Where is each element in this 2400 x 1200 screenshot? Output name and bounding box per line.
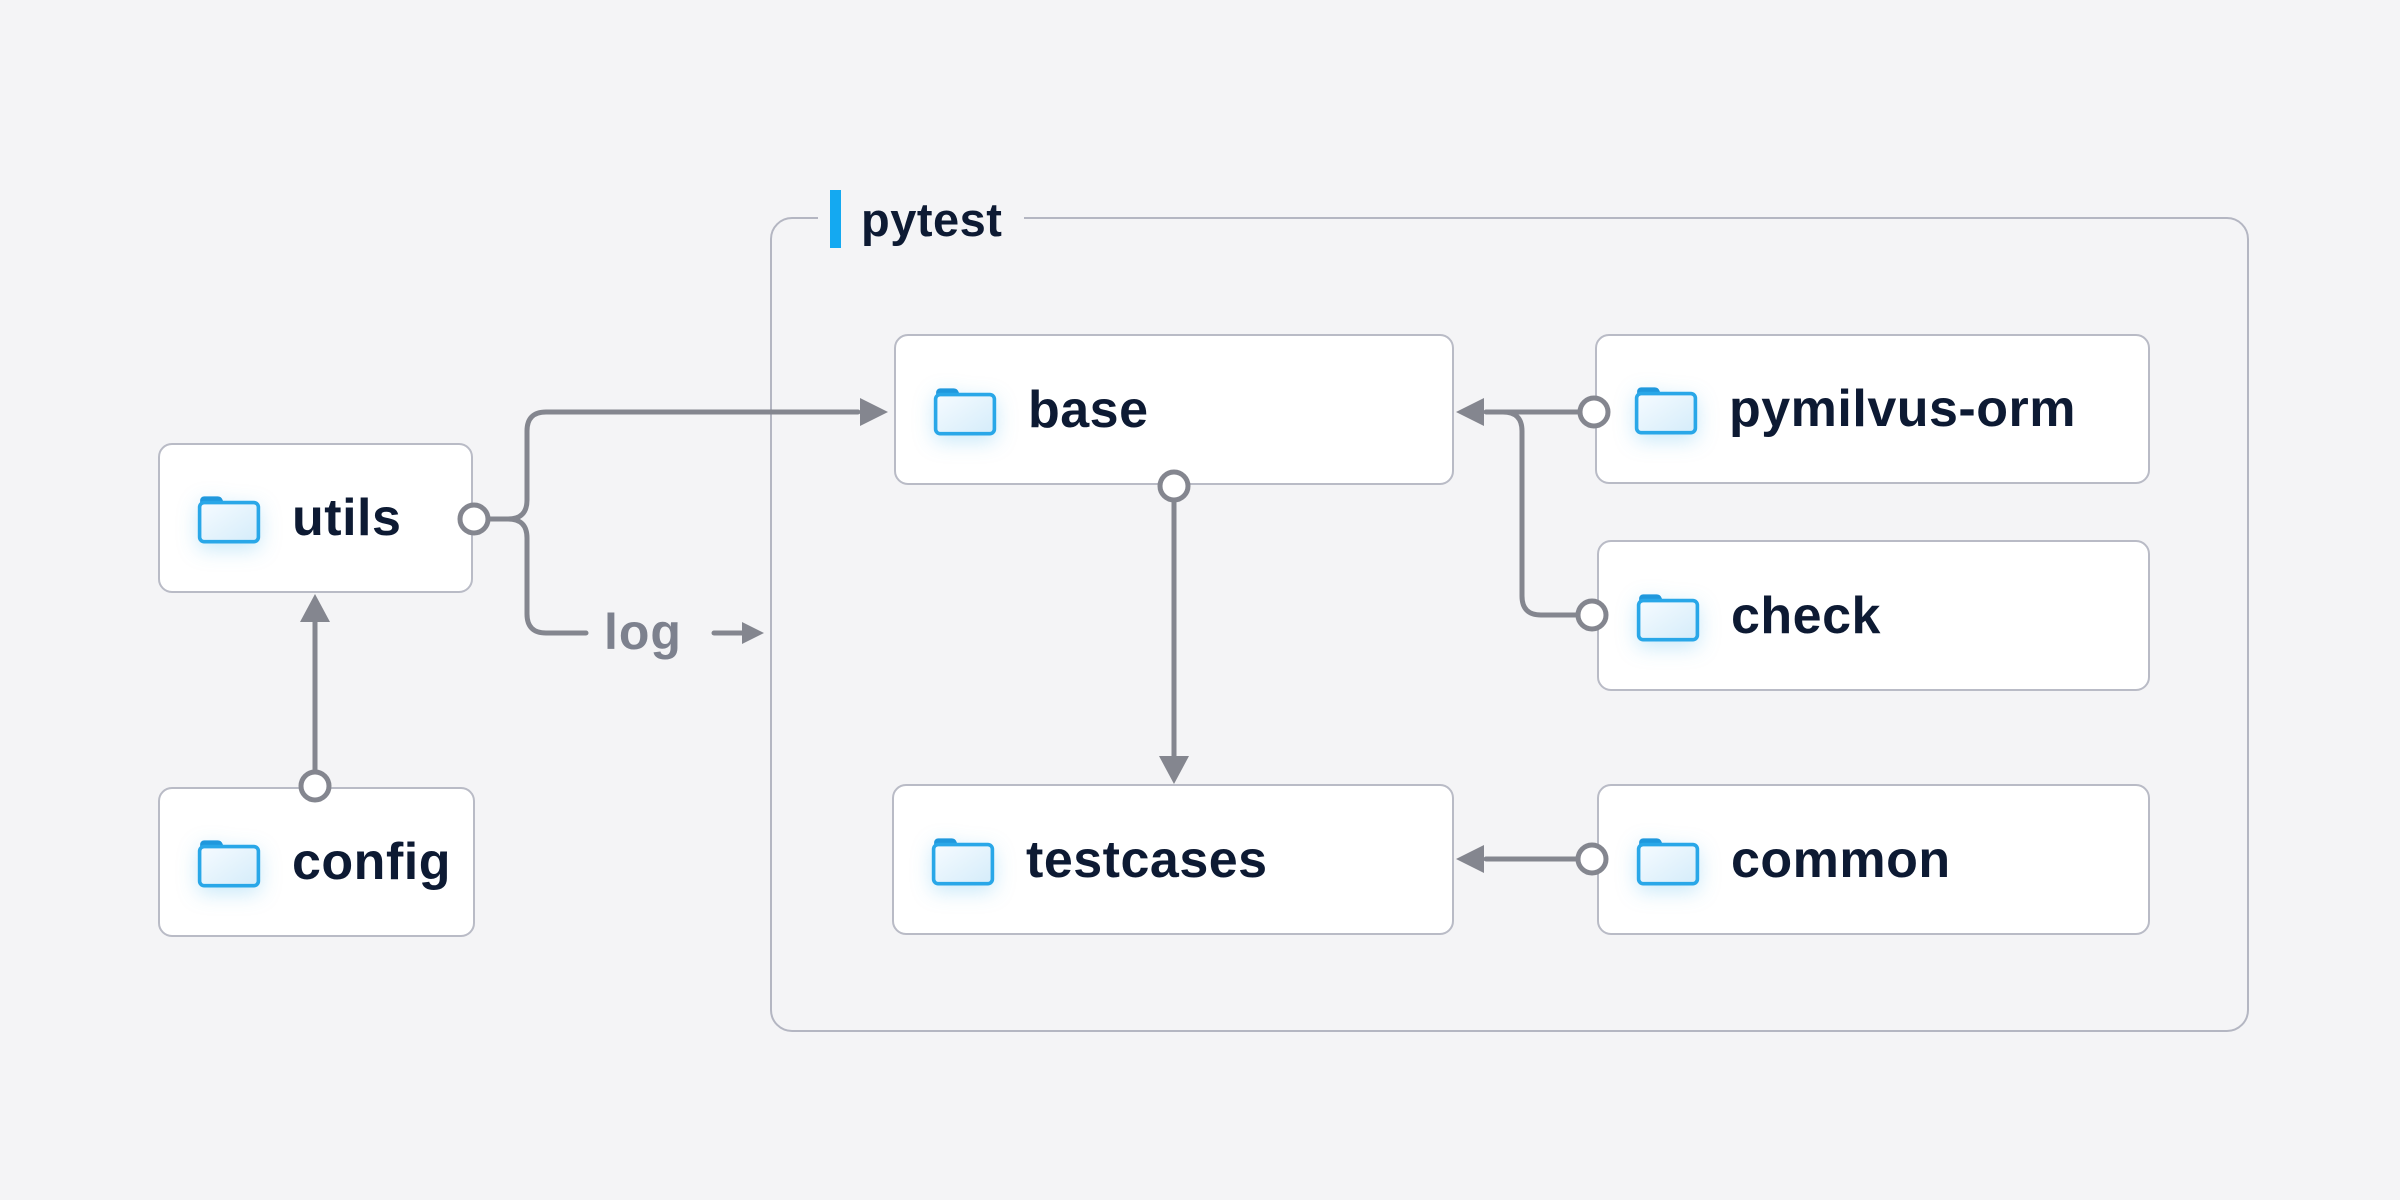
folder-icon bbox=[1636, 593, 1700, 642]
edge-utils-log bbox=[486, 516, 589, 636]
node-utils: utils bbox=[158, 443, 473, 593]
arrowhead-right-icon bbox=[742, 622, 764, 644]
node-testcases: testcases bbox=[892, 784, 1454, 935]
node-label: base bbox=[1028, 380, 1149, 439]
accent-bar-icon bbox=[830, 190, 841, 248]
folder-icon bbox=[197, 496, 261, 544]
node-base: base bbox=[894, 334, 1454, 485]
pytest-group-title: pytest bbox=[861, 192, 1003, 246]
folder-icon bbox=[931, 837, 995, 886]
log-edge-label: log bbox=[604, 604, 682, 660]
node-label: check bbox=[1731, 586, 1881, 645]
node-label: config bbox=[292, 833, 451, 891]
node-label: pymilvus-orm bbox=[1729, 380, 2076, 438]
node-label: utils bbox=[292, 489, 402, 547]
pytest-group-label: pytest bbox=[818, 188, 1025, 250]
node-label: common bbox=[1731, 830, 1951, 889]
folder-icon bbox=[1634, 387, 1698, 435]
folder-icon bbox=[933, 387, 997, 436]
node-common: common bbox=[1597, 784, 2150, 935]
arrowhead-up-icon bbox=[300, 594, 330, 622]
pytest-group-box: pytest bbox=[770, 188, 2249, 1032]
node-label: testcases bbox=[1026, 830, 1268, 889]
folder-icon bbox=[197, 840, 261, 888]
folder-icon bbox=[1636, 837, 1700, 886]
node-pymilvus-orm: pymilvus-orm bbox=[1595, 334, 2150, 484]
node-config: config bbox=[158, 787, 475, 937]
node-check: check bbox=[1597, 540, 2150, 691]
